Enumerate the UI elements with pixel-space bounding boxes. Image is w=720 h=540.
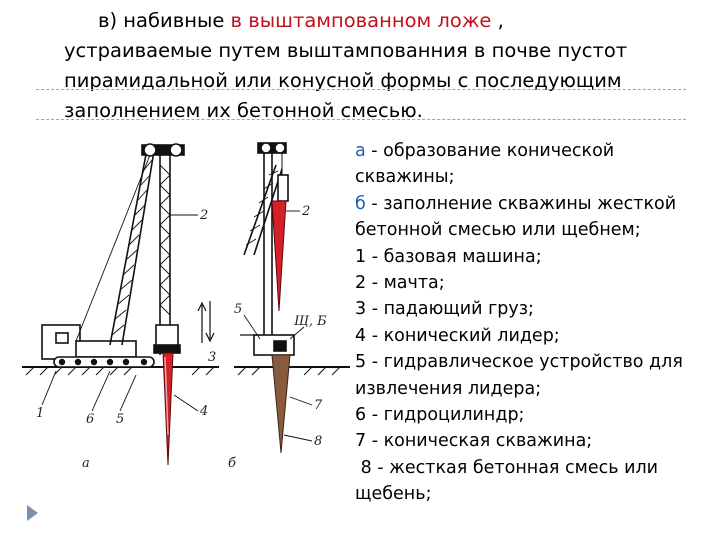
callout-5-b: 5 (234, 302, 242, 317)
legend-item-8-cont: щебень; (355, 484, 432, 505)
cab-window-a (55, 332, 69, 344)
legend-b-cont: бетонной смесью или щебнем; (355, 220, 641, 241)
callout-2-b: 2 (301, 204, 310, 219)
legend-item-5-cont: извлечения лидера; (355, 378, 542, 399)
triangle-bullet-icon (27, 505, 38, 521)
figure-label-b: б (228, 456, 236, 471)
mast-head-a (141, 144, 185, 156)
conical-leader-a (162, 352, 174, 466)
machine-body-a (75, 340, 137, 358)
legend-item-6: 6 - гидроцилиндр; (355, 405, 525, 426)
pile-driving-figure: 1 6 5 4 2 3 а (22, 142, 350, 471)
legend-b: б - заполнение скважины жесткой (355, 191, 715, 217)
heading-suffix: , (491, 9, 504, 32)
legend-a-cont: скважины; (355, 167, 455, 188)
motion-arrow-icon (197, 301, 215, 343)
conical-leader-b (271, 200, 287, 312)
machine-b (234, 142, 350, 376)
callout-8: 8 (314, 434, 322, 449)
callout-3: 3 (208, 350, 216, 365)
heading-highlight: в выштампованном ложе (230, 9, 492, 32)
conical-well-b (271, 354, 291, 454)
legend-item-2: 2 - мачта; (355, 273, 445, 294)
heading-prefix: в) набивные (98, 9, 231, 32)
machine-tracks-a (53, 356, 155, 368)
separator-line-2 (36, 119, 686, 120)
legend-b-text: - заполнение скважины жесткой (365, 193, 677, 214)
legend-a-letter: а (355, 141, 366, 161)
callout-1: 1 (36, 406, 44, 421)
legend-item-1: 1 - базовая машина; (355, 246, 542, 267)
machine-a (22, 143, 219, 376)
callout-2-a: 2 (199, 208, 208, 223)
legend-a-text: - образование конической (365, 141, 615, 161)
legend-item-7: 7 - коническая скважина; (355, 431, 593, 452)
callout-7: 7 (314, 398, 323, 413)
figure-label-a: а (82, 456, 90, 471)
heading-line-2: устраиваемые путем выштампованния в почв… (64, 39, 628, 62)
callout-6: 6 (86, 412, 94, 427)
boom-b (243, 164, 277, 256)
ground-hatch-a (25, 366, 215, 376)
callout-shb: Щ, Б (294, 314, 327, 329)
legend-item-5: 5 - гидравлическое устройство для (355, 352, 683, 373)
figure-legend: а - образование конической скважины; б -… (355, 138, 715, 508)
separator-line-1 (36, 89, 686, 90)
legend-b-letter: б (355, 193, 366, 214)
machine-cab-a (41, 324, 81, 360)
boom-a-left (109, 148, 148, 346)
legend-item-4: 4 - конический лидер; (355, 325, 560, 346)
legend-a: а - образование конической (355, 138, 715, 164)
legend-item-8: 8 - жесткая бетонная смесь или (355, 457, 659, 478)
heading-line-3: пирамидальной или конусной формы с после… (64, 69, 622, 92)
legend-item-3: 3 - падающий груз; (355, 299, 534, 320)
slide-heading: в) набивные в выштампованном ложе , устр… (64, 6, 704, 126)
heading-line-4: заполнением их бетонной смесью. (64, 99, 423, 122)
heading-line-1: в) набивные в выштампованном ложе , (64, 6, 704, 36)
callout-5-a: 5 (116, 412, 124, 427)
callout-4: 4 (199, 404, 208, 419)
